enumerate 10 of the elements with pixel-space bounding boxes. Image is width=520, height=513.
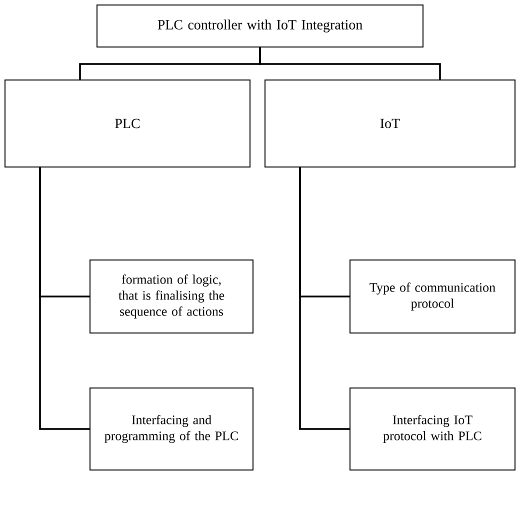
text-box: Type of communication protocol: [350, 260, 516, 334]
connector-line: [299, 166, 351, 430]
text-box: PLC controller with IoT Integration: [96, 4, 424, 48]
connector-line: [259, 46, 441, 81]
text-box: Interfacing and programming of the PLC: [90, 388, 254, 470]
text-box: formation of logic, that is finalising the sequence of actions: [90, 260, 254, 334]
text-box: Interfacing IoT protocol with PLC: [350, 388, 516, 470]
text-box: IoT: [264, 80, 516, 168]
text-box: PLC: [4, 80, 250, 168]
connector-line: [39, 166, 91, 430]
